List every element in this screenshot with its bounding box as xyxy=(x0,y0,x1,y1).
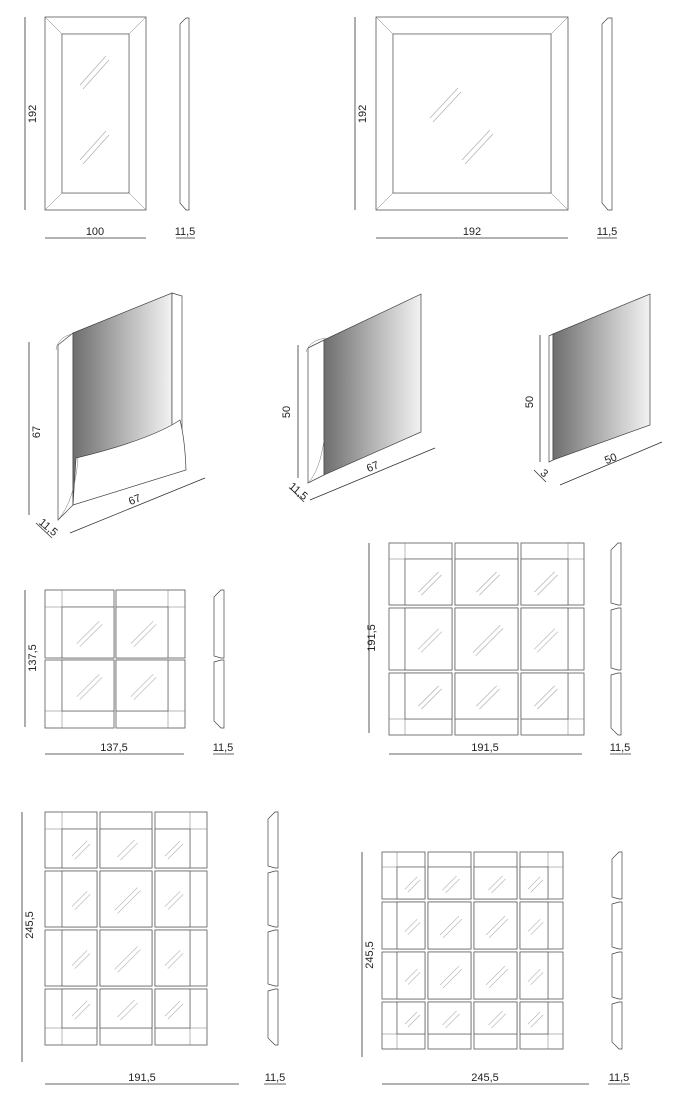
grid-2x2-drawing xyxy=(44,589,225,729)
mirror-tile xyxy=(99,929,153,987)
mirror-tile xyxy=(519,901,564,950)
height-dimension-label: 137,5 xyxy=(27,644,39,672)
mirror-tile xyxy=(519,1001,564,1050)
depth-dimension-label: 11,5 xyxy=(265,1072,286,1084)
grid-2x2-dimensions: 137,5 137,5 11,5 xyxy=(24,590,234,755)
mirror-tile xyxy=(154,988,208,1046)
mirror-tile xyxy=(473,901,518,950)
perspective-50x67-drawing: 50 67 11,5 xyxy=(281,293,436,503)
mirror-tile xyxy=(520,672,585,736)
height-dimension-label: 245,5 xyxy=(364,941,376,969)
height-dimension-label: 191,5 xyxy=(366,624,378,652)
depth-dimension-label: 11,5 xyxy=(213,742,234,754)
mirror-tile xyxy=(454,672,519,736)
perspective-67-drawing: 67 67 11,5 xyxy=(28,292,206,539)
mirror-tile xyxy=(99,870,153,928)
mirror-tile xyxy=(99,988,153,1046)
side-view-profile xyxy=(610,542,622,736)
mirror-tile xyxy=(99,811,153,869)
mirror-tile xyxy=(44,811,98,869)
depth-dimension-label: 3 xyxy=(538,467,550,480)
mirror-tile xyxy=(381,901,426,950)
mirror-tile xyxy=(473,1001,518,1050)
mirror-tile xyxy=(115,659,186,729)
mirror-tile xyxy=(454,542,519,606)
mirror-tile xyxy=(381,1001,426,1050)
depth-dimension-label: 11,5 xyxy=(609,1072,630,1084)
grid-4x4-dimensions: 245,5 245,5 11,5 xyxy=(361,852,630,1085)
mirror-tile xyxy=(154,811,208,869)
mirror-tile xyxy=(427,901,472,950)
mirror-100x192-drawing: 192 100 11,5 xyxy=(24,16,196,239)
side-view-profile xyxy=(611,851,623,1050)
mirror-tile xyxy=(381,951,426,1000)
side-view-profile xyxy=(267,811,279,1046)
mirror-tile xyxy=(115,589,186,659)
width-dimension-label: 191,5 xyxy=(471,742,499,754)
depth-dimension-label: 11,5 xyxy=(36,516,59,538)
width-dimension-label: 100 xyxy=(86,226,104,238)
grid-3x4-drawing xyxy=(44,811,279,1046)
width-dimension-label: 192 xyxy=(463,226,481,238)
mirror-tile xyxy=(427,1001,472,1050)
mirror-100x192-front-view xyxy=(44,16,147,211)
mirror-tile xyxy=(154,929,208,987)
mirror-tile xyxy=(154,870,208,928)
mirror-192x192-front-view xyxy=(375,16,569,211)
width-dimension-label: 245,5 xyxy=(471,1072,499,1084)
mirror-tile xyxy=(388,542,453,606)
mirror-tile xyxy=(427,951,472,1000)
grid-3x4-dimensions: 245,5 191,5 11,5 xyxy=(21,812,286,1085)
mirror-tile xyxy=(44,659,115,729)
grid-3x3-dimensions: 191,5 191,5 11,5 xyxy=(366,543,631,755)
mirror-tile xyxy=(520,607,585,671)
perspective-50-drawing: 50 50 3 xyxy=(524,293,663,486)
height-dimension-label: 50 xyxy=(524,396,536,408)
height-dimension-label: 192 xyxy=(27,105,39,123)
mirror-tile xyxy=(44,988,98,1046)
depth-dimension-label: 11,5 xyxy=(286,480,309,502)
width-dimension-label: 191,5 xyxy=(128,1072,156,1084)
mirror-tile xyxy=(44,929,98,987)
width-dimension-label: 67 xyxy=(365,459,381,475)
width-dimension-label: 50 xyxy=(603,451,619,467)
height-dimension-label: 67 xyxy=(31,426,43,438)
mirror-tile xyxy=(473,851,518,900)
height-dimension-label: 50 xyxy=(281,406,293,418)
mirror-tile xyxy=(388,672,453,736)
mirror-tile xyxy=(519,951,564,1000)
mirror-tile xyxy=(388,607,453,671)
side-view-profile xyxy=(213,589,225,729)
height-dimension-label: 192 xyxy=(357,105,369,123)
grid-4x4-drawing xyxy=(381,851,623,1050)
grid-3x3-drawing xyxy=(388,542,622,736)
mirror-tile xyxy=(520,542,585,606)
mirror-tile xyxy=(44,870,98,928)
mirror-tile xyxy=(454,607,519,671)
depth-dimension-label: 11,5 xyxy=(610,742,631,754)
depth-dimension-label: 11,5 xyxy=(597,226,618,238)
mirror-tile xyxy=(44,589,115,659)
mirror-192x192-side-view xyxy=(601,17,613,211)
mirror-tile xyxy=(519,851,564,900)
mirror-tile xyxy=(473,951,518,1000)
width-dimension-label: 137,5 xyxy=(100,742,128,754)
mirror-tile xyxy=(427,851,472,900)
height-dimension-label: 245,5 xyxy=(24,911,36,939)
mirror-192x192-drawing: 192 192 11,5 xyxy=(354,16,618,239)
mirror-100x192-side-view xyxy=(179,17,190,211)
depth-dimension-label: 11,5 xyxy=(175,226,196,238)
mirror-tile xyxy=(381,851,426,900)
width-dimension-label: 67 xyxy=(127,492,143,508)
